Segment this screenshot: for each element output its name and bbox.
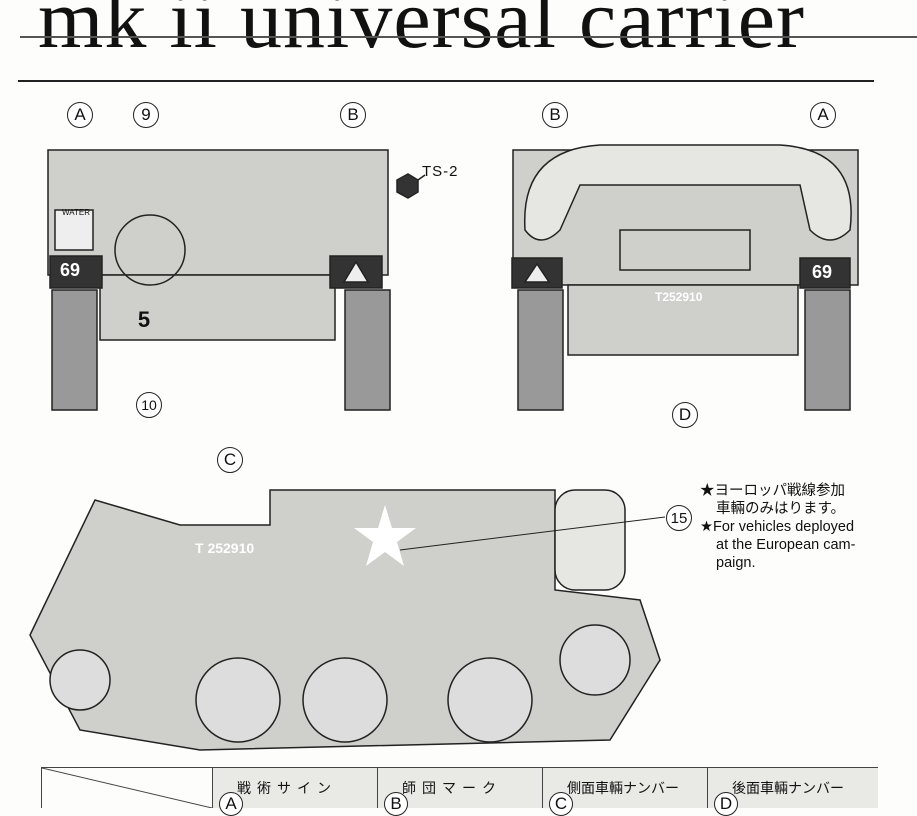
callout-a-front: A: [67, 102, 93, 128]
header-rule: [18, 80, 874, 82]
rear-view-drawing: [511, 144, 859, 411]
rear-vehicle-number: T252910: [655, 290, 703, 304]
callout-10: 10: [136, 392, 162, 418]
header-label: 側面車輛ナンバー: [567, 780, 679, 796]
table-header-b: B 師団マーク: [377, 768, 543, 816]
water-label: WATER: [62, 208, 90, 217]
page-title: mk ii universal carrier: [38, 0, 806, 66]
front-view-drawing: [47, 149, 426, 411]
callout-9: 9: [133, 102, 159, 128]
callout-15: 15: [666, 505, 692, 531]
callout-5: 5: [137, 307, 151, 332]
header-label: 戦術サイン: [237, 780, 337, 796]
note-en-3: paign.: [716, 555, 756, 571]
table-header-c: C 側面車輛ナンバー: [542, 768, 708, 816]
rear-plate-number: 69: [812, 262, 833, 282]
callout-c: C: [217, 447, 243, 473]
header-label: 後面車輛ナンバー: [732, 780, 844, 796]
note-en-2: at the European cam-: [716, 537, 856, 553]
table-header-d: D 後面車輛ナンバー: [707, 768, 878, 816]
callout-d: D: [672, 402, 698, 428]
side-view-drawing: [29, 489, 666, 751]
front-plate-number: 69: [60, 260, 81, 280]
callout-a-rear: A: [810, 102, 836, 128]
header-label: 師団マーク: [402, 780, 502, 796]
callout-b-rear: B: [542, 102, 568, 128]
note-jp-1: ★ヨーロッパ戦線参加: [700, 483, 845, 499]
marking-table: A 戦術サイン B 師団マーク C 側面車輛ナンバー D 後面車輛ナンバー: [41, 767, 878, 816]
callout-b-front: B: [340, 102, 366, 128]
note-en-1: ★For vehicles deployed: [700, 519, 855, 535]
title-strike-line: [20, 36, 917, 38]
european-campaign-note: ★ヨーロッパ戦線参加 車輛のみはります。 ★For vehicles deplo…: [700, 482, 890, 572]
note-jp-2: 車輛のみはります。: [716, 501, 846, 517]
table-header-a: A 戦術サイン: [212, 768, 378, 816]
table-corner-diagonal: [42, 768, 212, 808]
side-vehicle-number: T 252910: [195, 540, 255, 556]
part-label-ts2: TS-2: [422, 163, 459, 180]
